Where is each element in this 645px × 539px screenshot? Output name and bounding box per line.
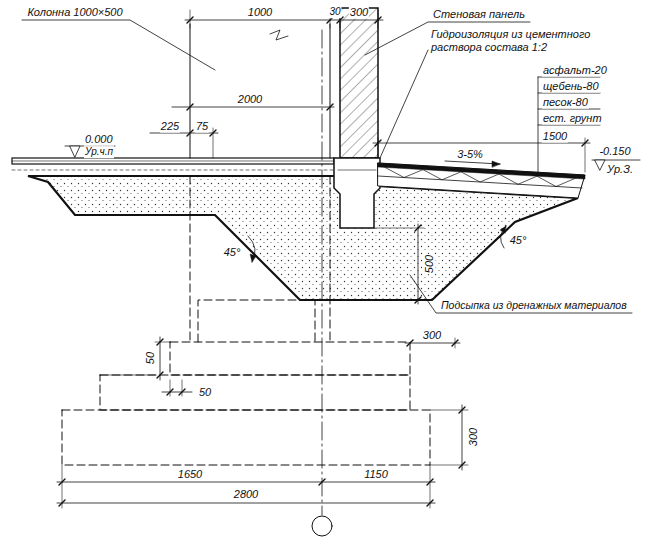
dimension-value: 225 (160, 120, 180, 133)
level-mark: Ур.З. (606, 163, 634, 176)
dimension-value: 50 (198, 386, 212, 399)
dimension-value: 1000 (247, 6, 273, 19)
angle-label: 45° (223, 246, 242, 259)
level-mark: 0.000 (84, 133, 114, 146)
dimension-value: 50 (144, 351, 157, 365)
layer-label: ест. грунт (542, 112, 603, 125)
layer-label: щебень-80 (542, 80, 600, 93)
dimension-value: 30 (328, 6, 341, 18)
dimension-value: 300 (467, 427, 480, 447)
callout-label: Подсыпка из дренажных материалов (440, 299, 628, 311)
dimension-value: 300 (422, 329, 442, 342)
angle-label: 45° (509, 234, 528, 247)
slope-label: 3-5% (456, 148, 484, 161)
floor-slab (12, 158, 334, 164)
level-mark: -0.150 (598, 145, 631, 158)
dimension-value: 2800 (233, 488, 259, 501)
level-mark: Ур.ч.п (84, 146, 114, 158)
callout-label: Гидроизоляция из цементного раствора сос… (430, 28, 637, 53)
callout-label: Стеновая панель (432, 8, 526, 21)
wall-panel (340, 8, 378, 158)
layer-label: асфальт-20 (542, 64, 608, 77)
dimension-value: 1650 (177, 468, 203, 481)
dimension-value: 1500 (542, 130, 568, 143)
drainage-fill (28, 176, 578, 300)
dimension-value: 500 (423, 254, 436, 274)
axis-bubble (312, 516, 332, 536)
dimension-value: 1150 (363, 468, 389, 481)
layer-label: песок-80 (542, 96, 589, 109)
foundation-beam (334, 158, 380, 228)
dimension-value: 75 (195, 120, 209, 133)
dimension-value: 300 (349, 6, 369, 19)
callout-label: Колонна 1000×500 (26, 6, 123, 19)
dimension-value: 2000 (237, 93, 263, 106)
pavement (378, 163, 585, 198)
